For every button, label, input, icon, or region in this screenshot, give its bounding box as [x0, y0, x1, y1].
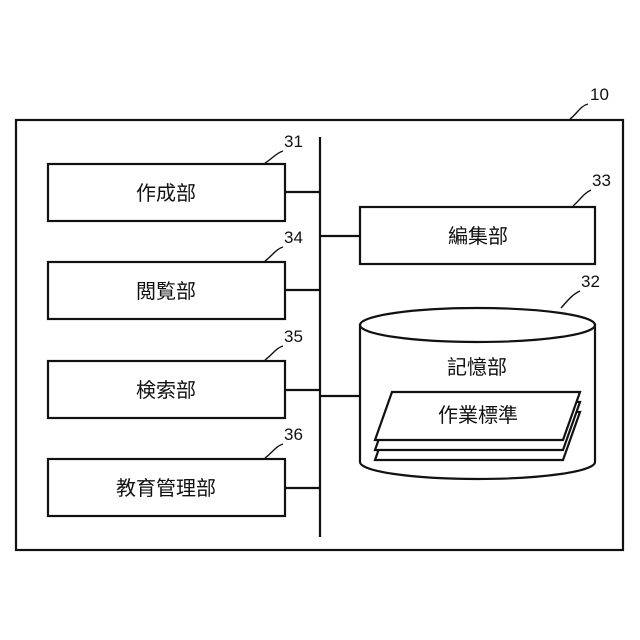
system-ref-label: 10	[590, 85, 609, 104]
education-unit-label: 教育管理部	[116, 476, 216, 500]
browse-unit-label: 閲覧部	[136, 279, 196, 303]
storage-ref: 32	[581, 272, 600, 291]
search-unit-label: 検索部	[136, 378, 196, 402]
system-ref-leader	[570, 104, 588, 119]
create-unit-label: 作成部	[136, 181, 196, 205]
edit-unit-ref: 33	[592, 171, 611, 190]
document-label: 作業標準	[438, 403, 518, 427]
storage-cylinder-top	[360, 308, 595, 342]
storage-label: 記憶部	[447, 355, 507, 379]
create-unit-ref: 31	[284, 132, 303, 151]
education-unit-ref: 36	[284, 425, 303, 444]
edit-unit-label: 編集部	[448, 224, 508, 248]
browse-unit-ref: 34	[284, 228, 303, 247]
search-unit-ref: 35	[284, 327, 303, 346]
